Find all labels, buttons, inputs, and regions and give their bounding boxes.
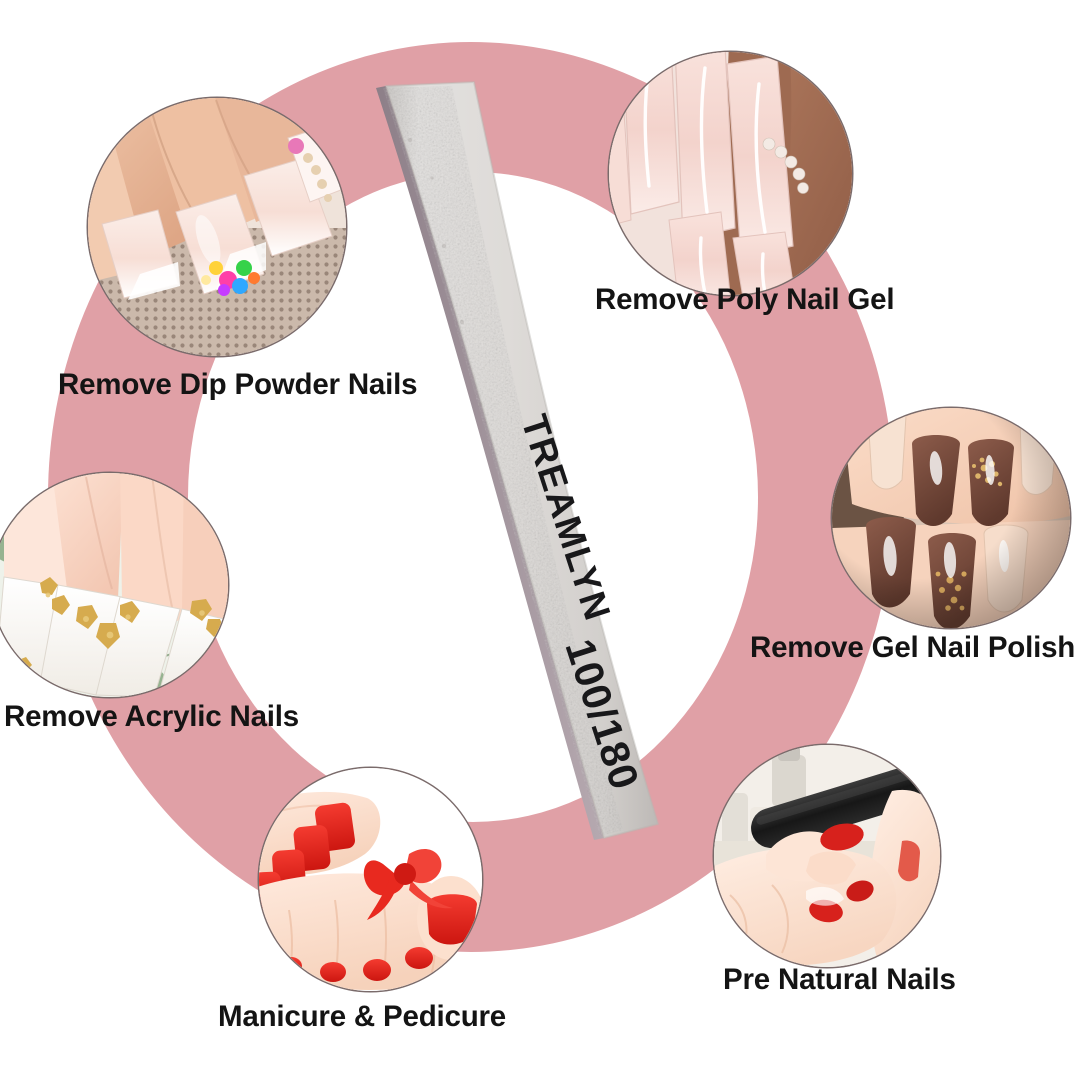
poly-nail-gel-photo	[609, 52, 852, 295]
photo-bubble-poly-nail-gel	[609, 52, 852, 295]
gel-nail-polish-photo	[832, 408, 1070, 628]
manicure-pedicure-photo	[259, 768, 482, 991]
photo-bubble-gel-nail-polish	[832, 408, 1070, 628]
label-remove-gel-nail-polish: Remove Gel Nail Polish	[750, 631, 1074, 664]
label-remove-acrylic-nails: Remove Acrylic Nails	[4, 700, 299, 733]
dip-powder-photo	[88, 98, 346, 356]
acrylic-nails-photo	[0, 473, 228, 697]
photo-bubble-dip-powder	[88, 98, 346, 356]
pre-natural-nails-photo	[714, 745, 940, 967]
photo-bubble-pre-natural-nails	[714, 745, 940, 967]
photo-bubble-acrylic-nails	[0, 473, 228, 697]
label-pre-natural-nails: Pre Natural Nails	[723, 963, 956, 996]
photo-bubble-manicure-pedicure	[259, 768, 482, 991]
label-manicure-and-pedicure: Manicure & Pedicure	[218, 1000, 507, 1033]
label-remove-dip-powder-nails: Remove Dip Powder Nails	[58, 368, 418, 401]
label-remove-poly-nail-gel: Remove Poly Nail Gel	[595, 283, 895, 316]
